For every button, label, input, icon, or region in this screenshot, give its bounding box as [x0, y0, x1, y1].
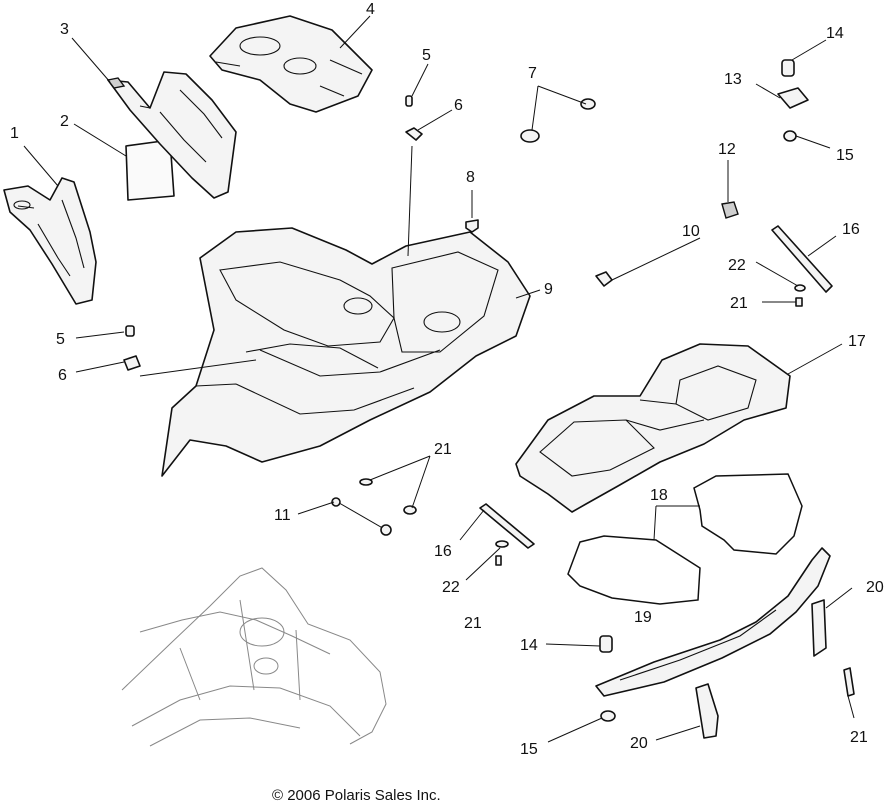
callout-9: 9	[544, 281, 553, 298]
callout-8: 8	[466, 169, 475, 186]
callout-20-right: 20	[866, 579, 884, 596]
leader-lines	[23, 15, 855, 743]
part-7-grommets	[520, 98, 596, 143]
part-3-side-cover	[106, 71, 237, 199]
callout-19: 19	[634, 609, 652, 626]
callout-13: 13	[724, 71, 742, 88]
part-1-side-panel	[3, 177, 97, 305]
part-8-rivet	[465, 219, 479, 233]
part-21-pin-right	[795, 297, 803, 307]
callout-18: 18	[650, 487, 668, 504]
callout-6-top: 6	[454, 97, 463, 114]
grab-bar	[595, 547, 831, 697]
callout-21-right: 21	[730, 295, 748, 312]
callout-3: 3	[60, 21, 69, 38]
callout-5-top: 5	[422, 47, 431, 64]
part-15-nut-lower	[600, 710, 616, 722]
part-18-mat-upper	[693, 473, 803, 555]
part-15-nut-top	[783, 130, 797, 142]
copyright-notice: © 2006 Polaris Sales Inc.	[272, 787, 441, 802]
part-4-fender-shroud	[209, 15, 373, 113]
callout-2: 2	[60, 113, 69, 130]
part-6-fastener-top	[405, 127, 423, 141]
part-20-bracket-lower	[695, 683, 719, 739]
callout-10: 10	[682, 223, 700, 240]
part-21-bolt-lower-right	[843, 667, 855, 697]
callout-21-lower-right: 21	[850, 729, 868, 746]
callout-4: 4	[366, 1, 375, 18]
part-12-latch	[721, 201, 739, 219]
part-6-fastener-left	[123, 355, 141, 371]
callout-5-left: 5	[56, 331, 65, 348]
callout-7: 7	[528, 65, 537, 82]
callout-17: 17	[848, 333, 866, 350]
part-22-clip-right	[794, 284, 806, 292]
part-21-pin-center	[495, 555, 502, 566]
callout-15-lower: 15	[520, 741, 538, 758]
callout-12: 12	[718, 141, 736, 158]
part-11-strap	[331, 497, 392, 536]
callout-6-left: 6	[58, 367, 67, 384]
callout-22-right: 22	[728, 257, 746, 274]
part-21-rivets-center	[359, 478, 417, 515]
part-14-bushing-top	[781, 59, 795, 77]
frame-reference-ghost	[121, 567, 387, 747]
part-20-bracket-right	[811, 599, 827, 657]
callout-11: 11	[274, 507, 291, 524]
callout-16-right: 16	[842, 221, 860, 238]
part-10-clip	[595, 271, 613, 287]
callout-21-center: 21	[434, 441, 452, 458]
callout-21-lower: 21	[464, 615, 482, 632]
callout-15-top: 15	[836, 147, 854, 164]
part-16-rod-right	[771, 225, 833, 293]
callout-16-center: 16	[434, 543, 452, 560]
part-19-mat-lower	[567, 535, 701, 605]
part-22-clip-center	[495, 540, 509, 548]
part-5-clip-left	[125, 325, 135, 337]
part-17-rear-rack	[515, 343, 791, 513]
part-5-clip-top	[405, 95, 413, 107]
part-2-decal	[125, 139, 175, 201]
callout-20-lower: 20	[630, 735, 648, 752]
callout-22-center: 22	[442, 579, 460, 596]
callout-1: 1	[10, 125, 19, 142]
part-13-bracket	[777, 87, 809, 109]
callout-14-top: 14	[826, 25, 844, 42]
part-9-main-body	[161, 227, 531, 477]
callout-14-lower: 14	[520, 637, 538, 654]
part-14-bushing-lower	[599, 635, 613, 653]
callout-labels: 1 2 3 4 5 6 7 8 9 10 11 12 13 14 15 16 2…	[10, 1, 884, 758]
part-16-rod-center	[479, 503, 535, 549]
